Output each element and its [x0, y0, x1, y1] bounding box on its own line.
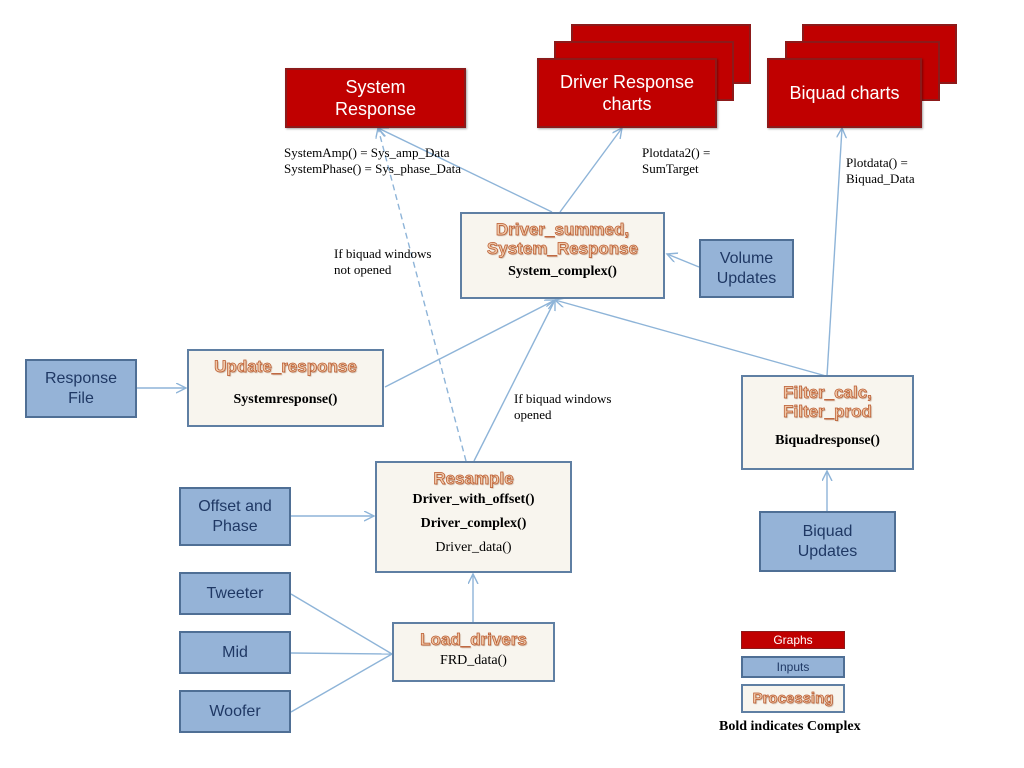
filter-calc-title: Filter_calc, Filter_prod [783, 383, 873, 422]
edge-driver-summed-to-driver-charts [559, 128, 622, 213]
mid-input: Mid [179, 631, 291, 674]
system-complex-function: System_complex() [508, 264, 617, 279]
volume-updates-input: Volume Updates [699, 239, 794, 298]
driver-summed-title: Driver_summed, System_Response [486, 220, 639, 259]
legend-bold-note: Bold indicates Complex [719, 719, 861, 734]
biquad-updates-input: Biquad Updates [759, 511, 896, 572]
plotdata2-note: Plotdata2() = SumTarget [642, 145, 711, 176]
load-drivers-process: Load_drivers FRD_data() [392, 622, 555, 682]
frd-data-function: FRD_data() [440, 653, 507, 668]
update-response-process: Update_response Systemresponse() [187, 349, 384, 427]
legend-processing-label: Processing [752, 690, 834, 708]
edge-resample-to-driver-summed [473, 300, 555, 462]
offset-and-phase-input: Offset and Phase [179, 487, 291, 546]
plotdata-note: Plotdata() = Biquad_Data [846, 155, 915, 186]
driver-response-charts-graph: Driver Response charts [537, 58, 717, 128]
edge-filter-calc-to-biquad-charts [826, 128, 842, 377]
tweeter-input: Tweeter [179, 572, 291, 615]
driver-with-offset-function: Driver_with_offset() [412, 492, 535, 507]
edge-filter-calc-to-driver-summed [555, 300, 827, 377]
filter-calc-process: Filter_calc, Filter_prod Biquadresponse(… [741, 375, 914, 470]
system-amp-phase-note: SystemAmp() = Sys_amp_Data SystemPhase()… [284, 145, 462, 176]
edge-driver-summed-to-system-response [378, 128, 553, 213]
driver-complex-function: Driver_complex() [420, 516, 527, 531]
resample-process: Resample Driver_with_offset() Driver_com… [375, 461, 572, 573]
legend-inputs: Inputs [741, 656, 845, 678]
legend-graphs: Graphs [741, 631, 845, 649]
legend-processing: Processing [741, 684, 845, 713]
driver-summed-process: Driver_summed, System_Response System_co… [460, 212, 665, 299]
response-file-input: Response File [25, 359, 137, 418]
woofer-input: Woofer [179, 690, 291, 733]
edge-woofer-to-load-drivers [290, 653, 393, 713]
update-response-title: Update_response [214, 357, 357, 377]
edge-volume-to-driver-summed [667, 254, 700, 268]
system-response-graph: System Response [285, 68, 466, 128]
biquad-not-opened-note: If biquad windows not opened [334, 246, 432, 277]
edge-resample-to-system-response-dashed [378, 128, 467, 462]
systemresponse-function: Systemresponse() [233, 392, 338, 407]
resample-title: Resample [433, 469, 514, 489]
edge-tweeter-to-load-drivers [290, 593, 393, 655]
edge-update-response-to-driver-summed [384, 300, 555, 388]
biquad-opened-note: If biquad windows opened [514, 391, 612, 422]
load-drivers-title: Load_drivers [420, 630, 527, 650]
edge-mid-to-load-drivers [290, 652, 393, 655]
driver-data-function: Driver_data() [435, 540, 512, 555]
biquad-charts-graph: Biquad charts [767, 58, 922, 128]
biquadresponse-function: Biquadresponse() [775, 433, 880, 448]
